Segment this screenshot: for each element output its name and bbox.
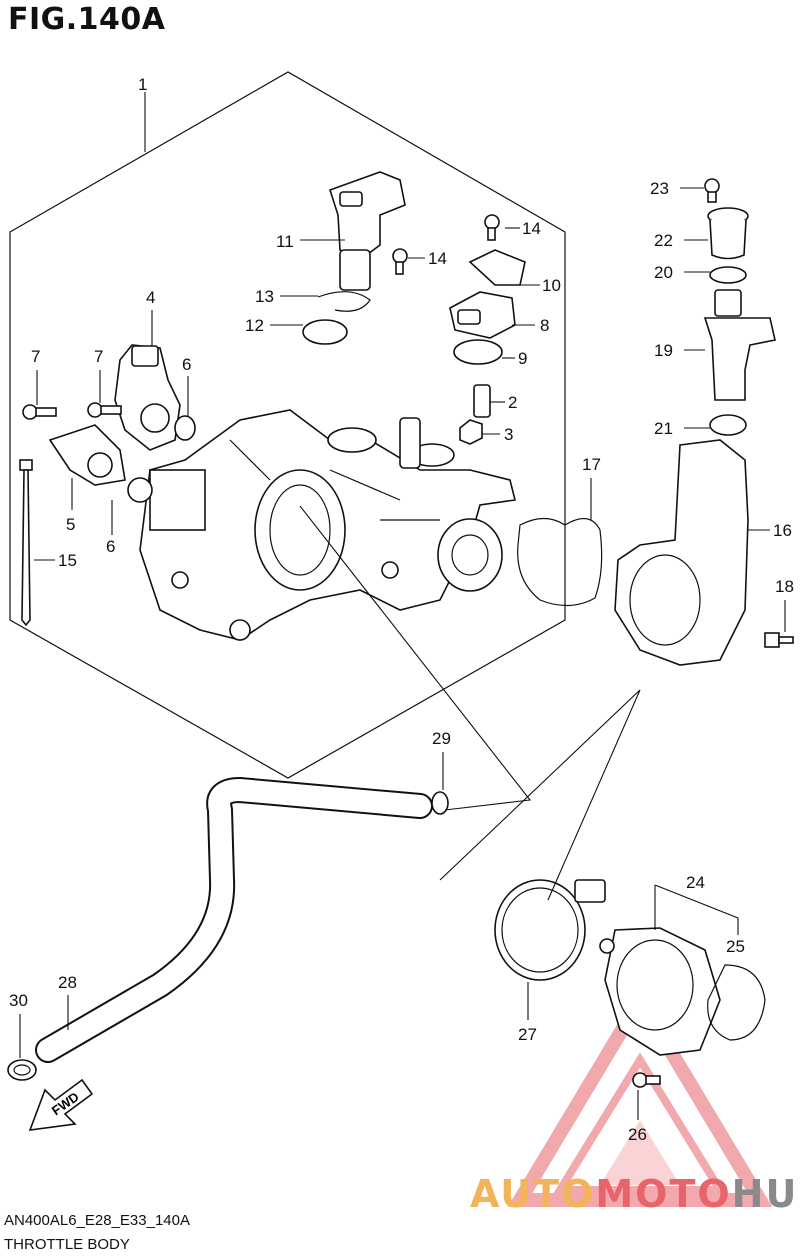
callout-16: 16 (773, 521, 792, 540)
part-22-cap (707, 207, 749, 260)
part-24-joint (599, 927, 721, 1056)
callout-6b: 6 (106, 537, 115, 556)
part-19-injector (703, 289, 776, 401)
part-6-oring-b (127, 477, 153, 503)
callout-9: 9 (518, 349, 527, 368)
part-3-nut (459, 419, 483, 445)
part-23-screw (704, 178, 720, 203)
callout-1: 1 (138, 75, 147, 94)
callout-23: 23 (650, 179, 669, 198)
callout-7b: 7 (94, 347, 103, 366)
callout-22: 22 (654, 231, 673, 250)
callout-17: 17 (582, 455, 601, 474)
callout-10: 10 (542, 276, 561, 295)
part-9-oring (453, 339, 503, 365)
part-14-screw-a (484, 214, 500, 241)
part-10-plate (468, 249, 526, 286)
callout-2: 2 (508, 393, 517, 412)
part-16-holder (614, 439, 749, 666)
part-5-bracket (48, 424, 126, 486)
callout-12: 12 (245, 316, 264, 335)
callout-26: 26 (628, 1125, 647, 1144)
watermark-logo-icon (507, 986, 773, 1207)
callout-18: 18 (775, 577, 794, 596)
callout-24: 24 (686, 873, 705, 892)
part-12-oring (302, 319, 348, 345)
part-7-bolt-a (22, 404, 57, 420)
part-29-clamp (431, 791, 449, 815)
part-14-screw-b (392, 248, 408, 275)
assembly-outline (9, 71, 566, 779)
part-28-hose (35, 776, 433, 1063)
part-8-sensor (449, 291, 516, 339)
part-30-clamp (7, 1059, 37, 1081)
callout-25: 25 (726, 937, 745, 956)
part-21-oring (709, 414, 747, 436)
figure-name: THROTTLE BODY (4, 1236, 130, 1253)
leader-lines (19, 92, 786, 1120)
part-17-gasket (517, 517, 603, 607)
part-18-bolt (764, 632, 794, 648)
watermark-moto: MOTO (595, 1172, 732, 1216)
part-2-spring (473, 384, 491, 418)
watermark-auto: AUTO (470, 1172, 596, 1216)
part-25-gasket (707, 964, 766, 1041)
part-11-sensor (329, 171, 406, 291)
callout-29: 29 (432, 729, 451, 748)
part-26-bolt (632, 1072, 661, 1088)
callout-5: 5 (66, 515, 75, 534)
figure-title: FIG.140A (8, 2, 166, 37)
part-6-oring-a (174, 415, 196, 441)
callout-13: 13 (255, 287, 274, 306)
callout-21: 21 (654, 419, 673, 438)
part-4-sensor (114, 344, 181, 451)
callout-7a: 7 (31, 347, 40, 366)
fwd-arrow-icon: FWD (28, 1078, 94, 1131)
callout-14b: 14 (428, 249, 447, 268)
part-15-cable-tie (19, 459, 33, 627)
callout-11: 11 (276, 232, 294, 251)
callout-3: 3 (504, 425, 513, 444)
watermark-text: AUTOMOTOHUB (470, 1172, 800, 1216)
callout-15: 15 (58, 551, 77, 570)
part-27-clamp-ring (494, 879, 606, 981)
callout-6a: 6 (182, 355, 191, 374)
callout-14a: 14 (522, 219, 541, 238)
watermark-hub: HUB (731, 1172, 800, 1216)
throttle-body-main (139, 409, 516, 641)
part-13-clip (317, 291, 371, 312)
callout-4: 4 (146, 288, 155, 307)
part-20-oring (709, 266, 747, 284)
part-7-bolt-b (87, 402, 122, 418)
callout-27: 27 (518, 1025, 537, 1044)
callout-19: 19 (654, 341, 673, 360)
callout-28: 28 (58, 973, 77, 992)
callout-30: 30 (9, 991, 28, 1010)
callout-20: 20 (654, 263, 673, 282)
figure-code: AN400AL6_E28_E33_140A (4, 1212, 190, 1229)
callout-8: 8 (540, 316, 549, 335)
